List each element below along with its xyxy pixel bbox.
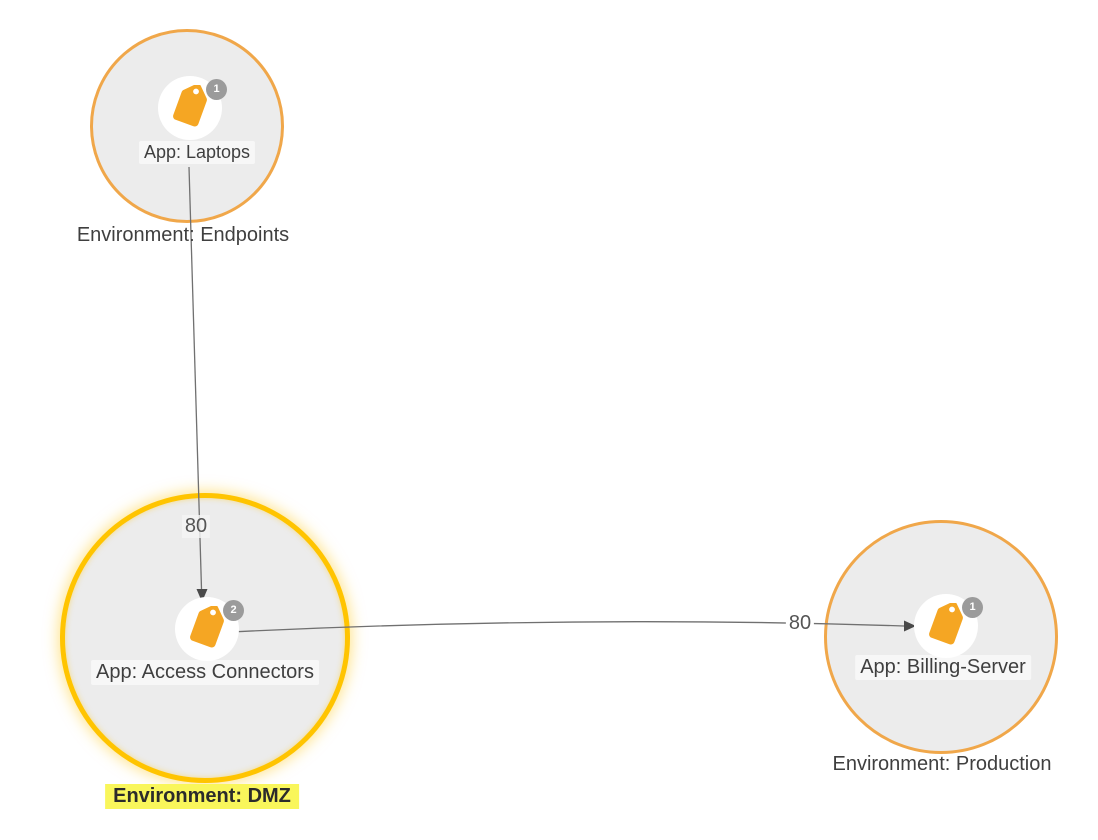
port-label-laptops-dmz[interactable]: 80 [181, 515, 211, 538]
tag-icon [929, 603, 963, 645]
app-node-laptops[interactable]: 1 [158, 76, 227, 140]
workload-count-badge: 1 [962, 597, 983, 618]
app-label-billing-server[interactable]: App: Billing-Server [855, 655, 1031, 680]
env-label-dmz[interactable]: Environment: DMZ [105, 784, 299, 809]
port-label-dmz-production[interactable]: 80 [785, 612, 815, 635]
tag-icon [190, 606, 224, 648]
env-label-production[interactable]: Environment: Production [832, 753, 1052, 775]
workload-count-badge: 2 [223, 600, 244, 621]
app-node-billing-server[interactable]: 1 [914, 594, 983, 658]
app-label-access-connectors[interactable]: App: Access Connectors [91, 660, 319, 685]
app-label-laptops[interactable]: App: Laptops [138, 141, 256, 164]
env-label-endpoints[interactable]: Environment: Endpoints [76, 224, 290, 246]
tag-icon [173, 85, 207, 127]
workload-count-badge: 1 [206, 79, 227, 100]
app-node-access-connectors[interactable]: 2 [175, 597, 244, 661]
